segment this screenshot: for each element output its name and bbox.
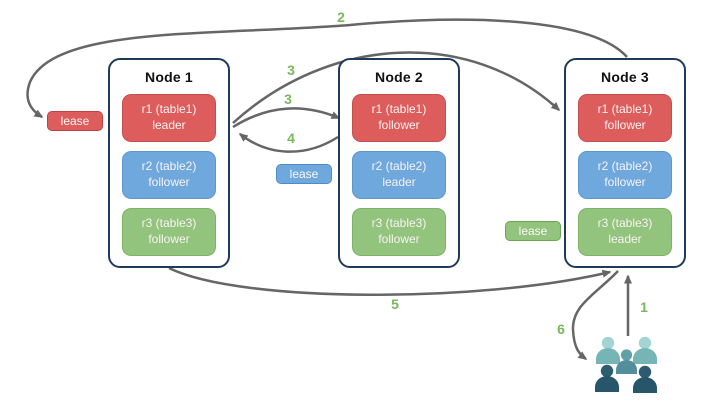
node-1-replica-r1: r1 (table1) leader (122, 94, 216, 142)
arrow-step4-node2-to-node1 (238, 133, 339, 153)
arrow-step2-node3-to-lease1 (26, 18, 628, 119)
replica-role: leader (608, 232, 642, 246)
step-label-3-long: 3 (287, 62, 295, 78)
replica-name: r1 (table1) (597, 102, 653, 117)
replica-role: follower (148, 232, 190, 246)
replica-role: follower (604, 118, 646, 132)
node-3-replica-r2: r2 (table2) follower (578, 151, 672, 199)
lease-badge-blue: lease (276, 164, 332, 184)
node-3-replica-r3: r3 (table3) leader (578, 208, 672, 256)
node-2-title: Node 2 (375, 69, 423, 85)
node-2-replica-r2: r2 (table2) leader (352, 151, 446, 199)
replica-name: r3 (table3) (597, 216, 653, 231)
node-1: Node 1 r1 (table1) leader r2 (table2) fo… (108, 58, 230, 268)
node-2-replica-r3: r3 (table3) follower (352, 208, 446, 256)
arrow-step3-node1-to-node3 (232, 51, 561, 124)
replica-role: follower (604, 175, 646, 189)
replica-role: leader (152, 118, 186, 132)
replica-role: follower (148, 175, 190, 189)
replica-name: r3 (table3) (371, 216, 427, 231)
replica-name: r2 (table2) (371, 159, 427, 174)
node-2-replica-r1: r1 (table1) follower (352, 94, 446, 142)
replica-name: r3 (table3) (141, 216, 197, 231)
users-group-icon (595, 336, 657, 393)
step-label-5: 5 (391, 296, 399, 312)
lease-badge-red: lease (47, 111, 103, 131)
step-label-2: 2 (337, 9, 345, 25)
node-1-replica-r3: r3 (table3) follower (122, 208, 216, 256)
replica-role: follower (378, 118, 420, 132)
node-3: Node 3 r1 (table1) follower r2 (table2) … (564, 58, 686, 268)
node-1-replica-r2: r2 (table2) follower (122, 151, 216, 199)
step-label-3-short: 3 (284, 91, 292, 107)
step-label-6: 6 (557, 321, 565, 337)
replica-name: r1 (table1) (371, 102, 427, 117)
arrow-step5-node1-to-node3 (168, 266, 612, 296)
replica-name: r1 (table1) (141, 102, 197, 117)
lease-badge-green: lease (505, 221, 561, 241)
replica-name: r2 (table2) (141, 159, 197, 174)
replica-role: leader (382, 175, 416, 189)
step-label-4: 4 (287, 130, 295, 146)
replica-role: follower (378, 232, 420, 246)
node-2: Node 2 r1 (table1) follower r2 (table2) … (338, 58, 460, 268)
arrow-step6-node3-to-users (571, 270, 619, 361)
node-3-title: Node 3 (601, 69, 649, 85)
replica-name: r2 (table2) (597, 159, 653, 174)
node-3-replica-r1: r1 (table1) follower (578, 94, 672, 142)
node-1-title: Node 1 (145, 69, 193, 85)
step-label-1: 1 (640, 299, 648, 315)
arrow-step3-node1-to-node2 (232, 107, 341, 129)
